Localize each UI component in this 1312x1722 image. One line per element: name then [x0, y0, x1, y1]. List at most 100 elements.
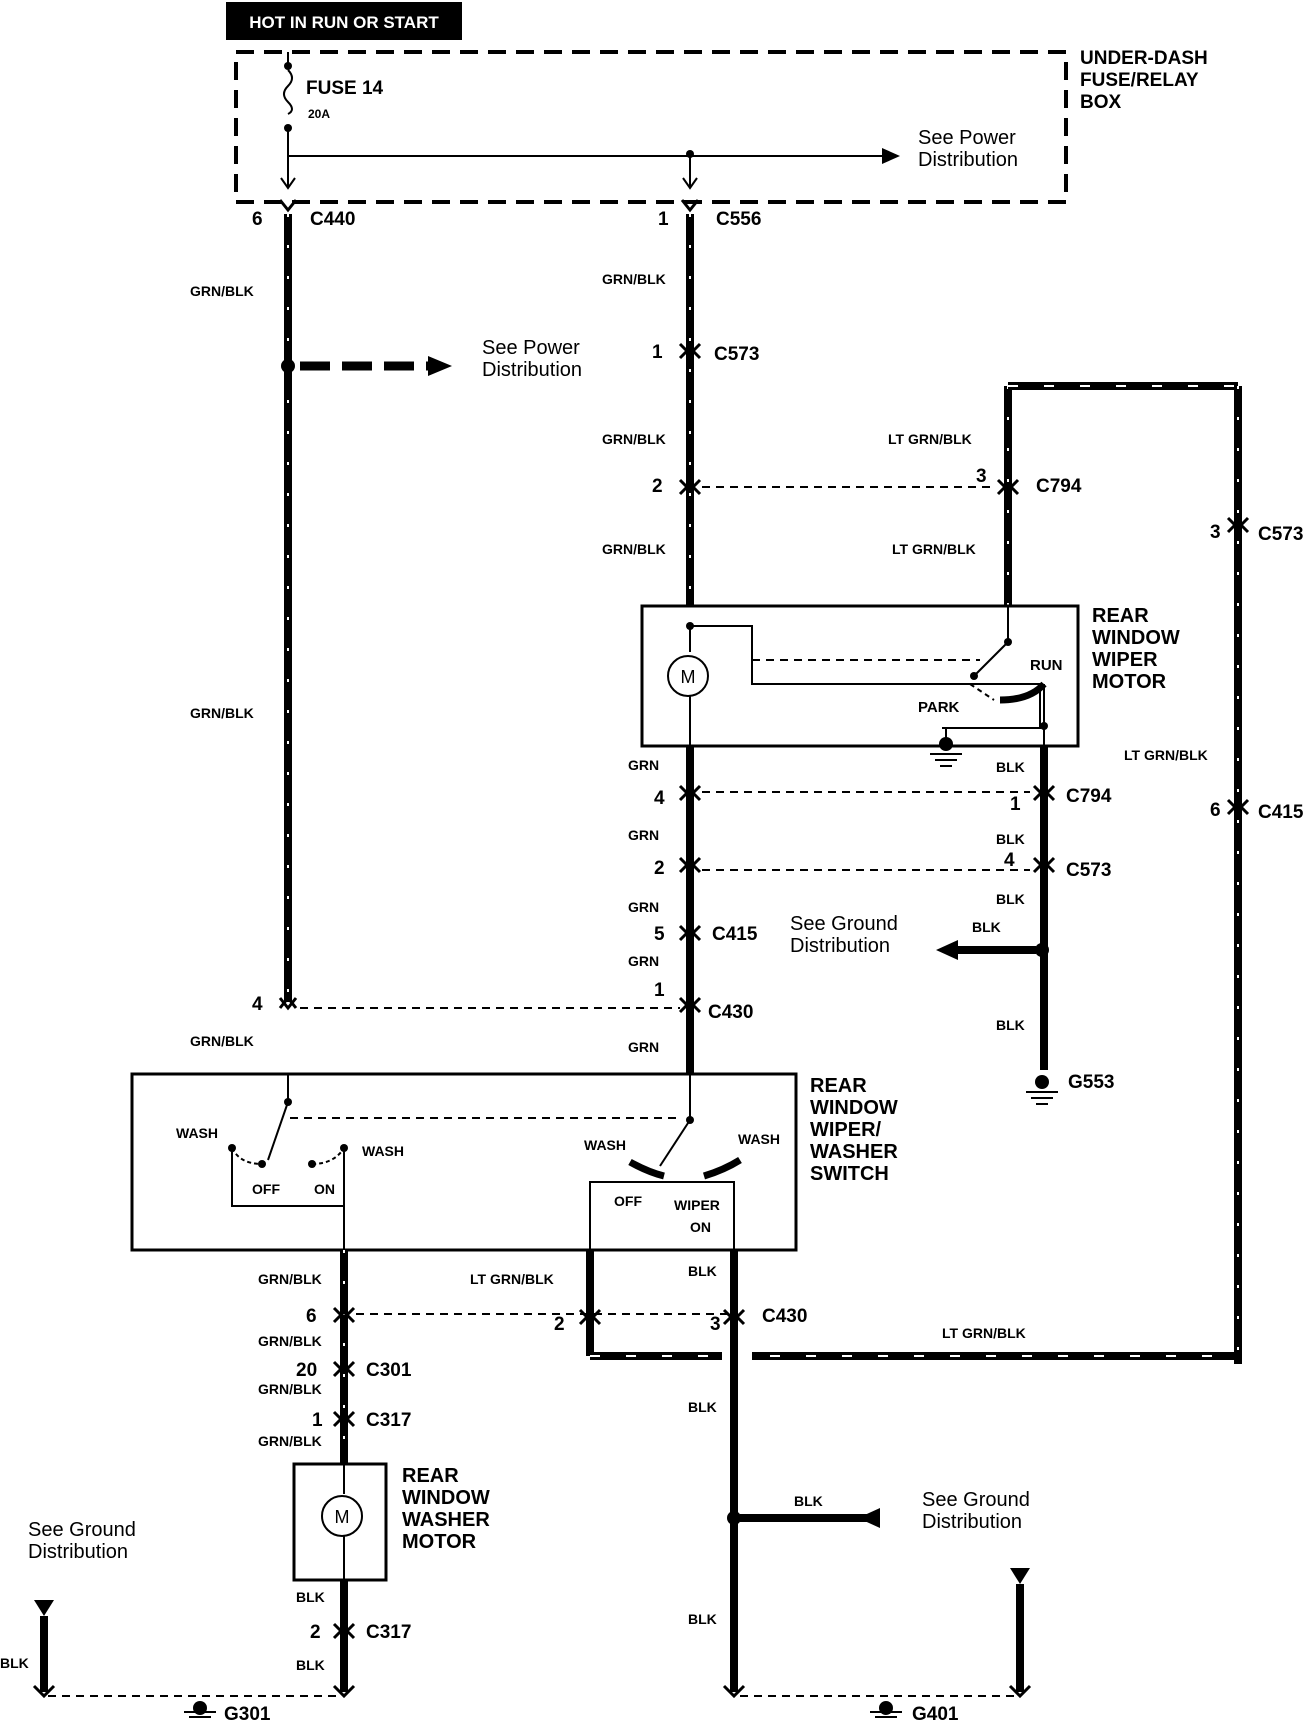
- wire-ltgrn-bottom: LT GRN/BLK: [942, 1325, 1026, 1341]
- see-power-left-2: Distribution: [482, 359, 582, 381]
- c573-label-2: C573: [1066, 860, 1111, 881]
- c415-pin6: 6: [1210, 800, 1221, 821]
- g553-label: G553: [1068, 1072, 1114, 1093]
- wiper-park-label: PARK: [918, 699, 960, 716]
- wiper-washer-switch-box: [130, 1072, 798, 1252]
- c317-label-1: C317: [366, 1410, 411, 1431]
- c573-label-right: C573: [1258, 524, 1303, 545]
- switch-line2: WINDOW: [810, 1097, 898, 1119]
- wire-blk-switch-4: BLK: [688, 1611, 717, 1627]
- c794-pin4: 4: [654, 788, 665, 809]
- c573-pin2: 2: [652, 476, 663, 497]
- c317-pin2: 2: [310, 1622, 321, 1643]
- wire-grn-2: GRN: [628, 827, 659, 843]
- fuse-box-line1: UNDER-DASH: [1080, 48, 1208, 69]
- wire-blk-switch-1: BLK: [688, 1263, 717, 1279]
- wire-mid-3: GRN/BLK: [602, 541, 666, 557]
- see-ground-3b: Distribution: [922, 1511, 1022, 1533]
- see-ground-1a: See Ground: [790, 913, 898, 935]
- wire-blk-ground-left: BLK: [0, 1655, 29, 1671]
- c573-pin4: 4: [1004, 850, 1015, 871]
- fuse-rating: 20A: [308, 107, 330, 121]
- g301-label: G301: [224, 1704, 271, 1722]
- hot-badge-text: HOT IN RUN OR START: [249, 13, 439, 32]
- wire-blk-5: BLK: [996, 1017, 1025, 1033]
- c573-pin1: 1: [652, 342, 663, 363]
- c415-label-right: C415: [1258, 802, 1304, 823]
- wire-ltgrn-switch: LT GRN/BLK: [470, 1271, 554, 1287]
- wire-blk-2: BLK: [996, 831, 1025, 847]
- wire-label-left-3: GRN/BLK: [190, 1033, 254, 1049]
- c301-label: C301: [366, 1360, 412, 1381]
- hot-in-run-badge: HOT IN RUN OR START: [226, 2, 462, 40]
- see-ground-1b: Distribution: [790, 935, 890, 957]
- wire-blk-3: BLK: [996, 891, 1025, 907]
- wire-grn-5: GRN: [628, 1039, 659, 1055]
- wire-ltgrn-1: LT GRN/BLK: [888, 431, 972, 447]
- wiper-motor-line2: WINDOW: [1092, 627, 1180, 649]
- washer-line4: MOTOR: [402, 1531, 477, 1553]
- wire-mid-2: GRN/BLK: [602, 431, 666, 447]
- wire-blk-switch-3: BLK: [794, 1493, 823, 1509]
- wire-below-4: GRN/BLK: [258, 1433, 322, 1449]
- fuse-relay-box: [234, 50, 1068, 204]
- c794-label-1: C794: [1036, 476, 1082, 497]
- wire-blk-washer-1: BLK: [296, 1589, 325, 1605]
- c573-pin2b: 2: [654, 858, 665, 879]
- switch-wash-4: WASH: [738, 1131, 780, 1147]
- wire-ltgrn-2: LT GRN/BLK: [892, 541, 976, 557]
- switch-line1: REAR: [810, 1075, 867, 1097]
- c573-pin3: 3: [1210, 522, 1221, 543]
- c440-label: C440: [310, 209, 355, 230]
- switch-off-1: OFF: [252, 1181, 280, 1197]
- c430-pin4: 4: [252, 994, 263, 1015]
- switch-wash-1: WASH: [176, 1125, 218, 1141]
- see-power-left-1: See Power: [482, 337, 580, 359]
- wire-label-left-1: GRN/BLK: [190, 283, 254, 299]
- switch-line5: SWITCH: [810, 1163, 889, 1185]
- see-ground-3a: See Ground: [922, 1489, 1030, 1511]
- c317-label-2: C317: [366, 1622, 411, 1643]
- wiper-run-label: RUN: [1030, 657, 1063, 674]
- c430-pin1: 1: [654, 980, 665, 1001]
- wire-label-left-2: GRN/BLK: [190, 705, 254, 721]
- switch-off-2: OFF: [614, 1193, 642, 1209]
- wire-below-1: GRN/BLK: [258, 1271, 322, 1287]
- washer-line1: REAR: [402, 1465, 459, 1487]
- wire-grn-3: GRN: [628, 899, 659, 915]
- wire-blk-washer-2: BLK: [296, 1657, 325, 1673]
- g401-label: G401: [912, 1704, 959, 1722]
- c573-label-1: C573: [714, 344, 759, 365]
- fuse-box-line3: BOX: [1080, 92, 1122, 113]
- switch-line3: WIPER/: [810, 1119, 882, 1141]
- washer-motor-m: M: [335, 1507, 350, 1527]
- c430-pin6: 6: [306, 1306, 317, 1327]
- wire-blk-switch-2: BLK: [688, 1399, 717, 1415]
- see-ground-2b: Distribution: [28, 1541, 128, 1563]
- switch-wash-3: WASH: [584, 1137, 626, 1153]
- wire-grn-4: GRN: [628, 953, 659, 969]
- wire-blk-4: BLK: [972, 919, 1001, 935]
- switch-on-2: ON: [690, 1219, 711, 1235]
- washer-line2: WINDOW: [402, 1487, 490, 1509]
- wire-ltgrn-right: LT GRN/BLK: [1124, 747, 1208, 763]
- c415-pin5: 5: [654, 924, 665, 945]
- wiper-motor-line4: MOTOR: [1092, 671, 1167, 693]
- c430-label-2: C430: [762, 1306, 807, 1327]
- c317-pin1: 1: [312, 1410, 323, 1431]
- wiper-motor-box: [640, 604, 1080, 748]
- see-ground-2a: See Ground: [28, 1519, 136, 1541]
- fuse-label: FUSE 14: [306, 78, 384, 99]
- wiper-motor-line1: REAR: [1092, 605, 1149, 627]
- wire-below-2: GRN/BLK: [258, 1333, 322, 1349]
- c301-pin: 20: [296, 1360, 317, 1381]
- switch-on-1: ON: [314, 1181, 335, 1197]
- switch-wiper: WIPER: [674, 1197, 720, 1213]
- see-power-dist-2: Distribution: [918, 149, 1018, 171]
- wiper-motor-line3: WIPER: [1092, 649, 1158, 671]
- c794-label-2: C794: [1066, 786, 1112, 807]
- c794-pin1: 1: [1010, 794, 1021, 815]
- switch-wash-2: WASH: [362, 1143, 404, 1159]
- wire-below-3: GRN/BLK: [258, 1381, 322, 1397]
